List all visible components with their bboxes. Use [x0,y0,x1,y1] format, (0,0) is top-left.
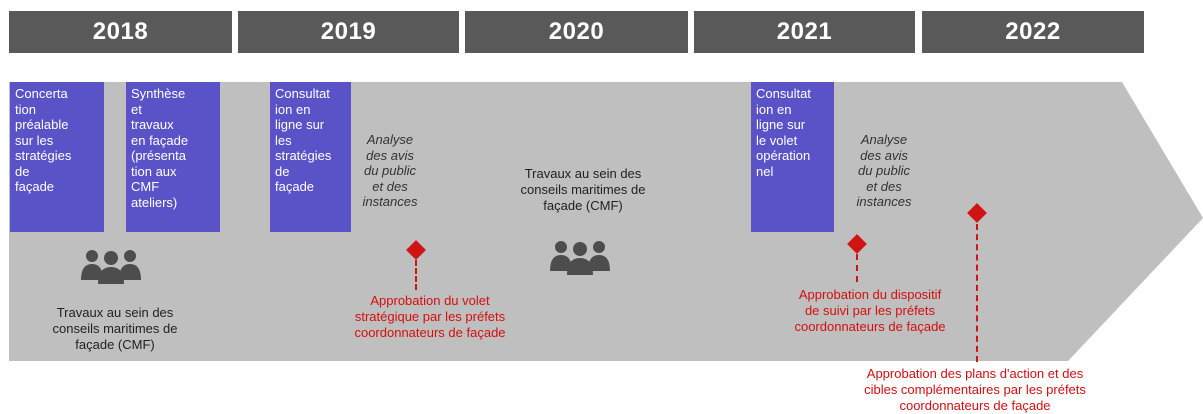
analysis-note-2021: Analyse des avis du public et des instan… [856,132,912,209]
box-consultation-operationnel: Consultat ion en ligne sur le volet opér… [751,82,834,232]
cmf-note-2018: Travaux au sein des conseils maritimes d… [52,305,178,352]
box-consultation-strategies: Consultat ion en ligne sur les stratégie… [270,82,351,232]
box-concertation: Concerta tion préalable sur les stratégi… [10,82,104,232]
approval-plans-action: Approbation des plans d'action et des ci… [864,366,1086,413]
analysis-note-2019: Analyse des avis du public et des instan… [362,132,418,209]
cmf-note-2020: Travaux au sein des conseils maritimes d… [520,166,646,213]
year-2022: 2022 [922,11,1144,53]
year-2019: 2019 [238,11,459,53]
approval-dispositif-suivi: Approbation du dispositif de suivi par l… [794,287,946,334]
approval-volet-strategique: Approbation du volet stratégique par les… [354,293,506,340]
year-2020: 2020 [465,11,688,53]
box-synthese: Synthèse et travaux en façade (présenta … [126,82,220,232]
year-2018: 2018 [9,11,232,53]
year-2021: 2021 [694,11,915,53]
milestone-connector [976,224,978,362]
people-group-icon [81,250,141,284]
milestone-connector [856,254,858,282]
people-group-icon [550,241,610,275]
milestone-connector [415,260,417,290]
